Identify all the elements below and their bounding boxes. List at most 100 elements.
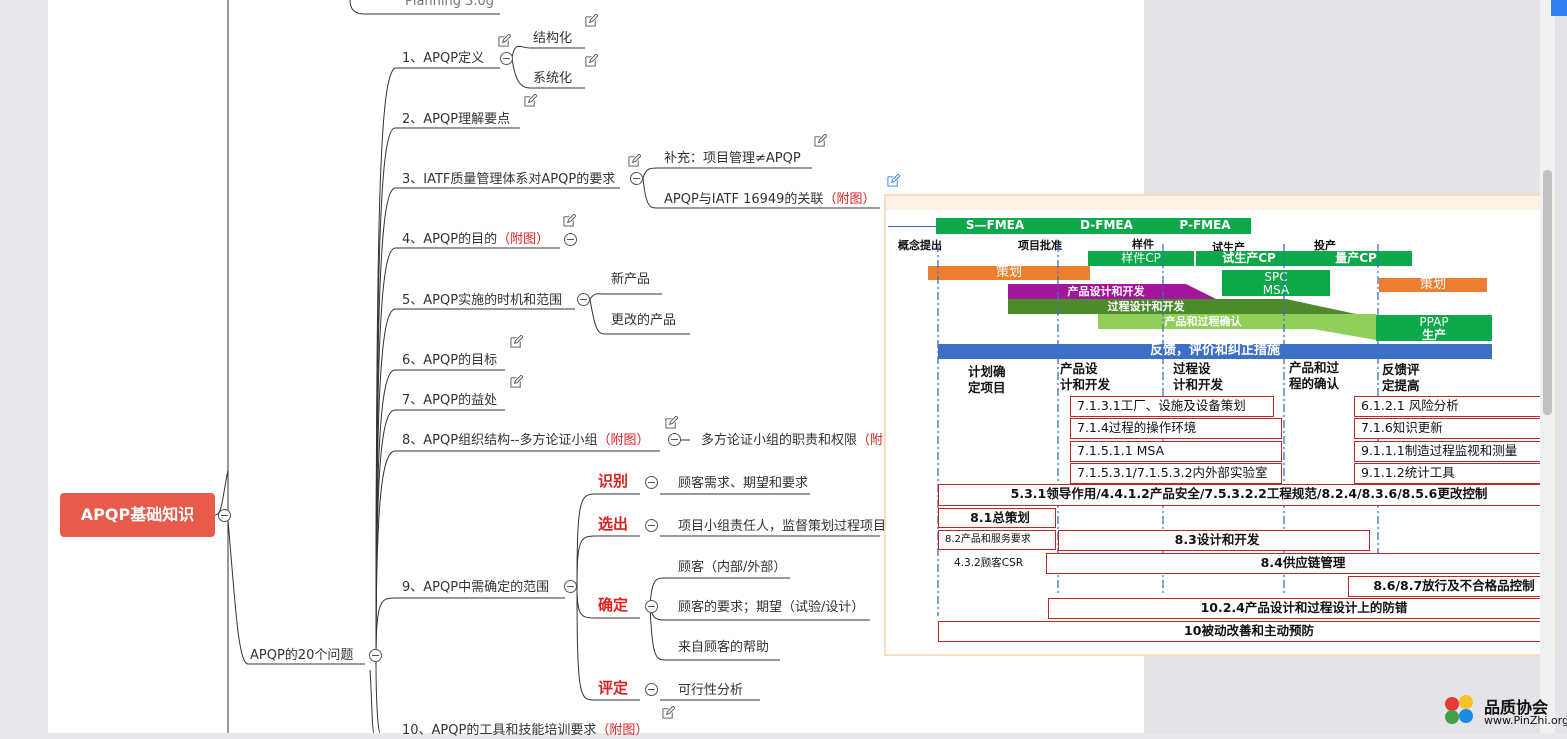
cp-prototype: 样件CP bbox=[1088, 251, 1194, 266]
sfmea-bar: S—FMEA bbox=[936, 218, 1054, 234]
item-3[interactable]: 3、IATF质量管理体系对APQP的要求 bbox=[402, 172, 616, 187]
cp-pilot: 试生产CP bbox=[1196, 251, 1302, 266]
divider bbox=[888, 226, 936, 227]
pdd-label: 产品设计和开发 bbox=[1067, 285, 1145, 298]
item-5[interactable]: 5、APQP实施的时机和范围 bbox=[402, 293, 563, 308]
scope-select[interactable]: 选出 bbox=[598, 515, 629, 533]
collapse-icon[interactable] bbox=[577, 293, 590, 306]
milestone-launch: 投产 bbox=[1314, 239, 1336, 252]
clause-81: 8.1总策划 bbox=[938, 508, 1056, 528]
logo-name: 品质协会 bbox=[1484, 698, 1549, 717]
edit-icon[interactable] bbox=[510, 335, 523, 348]
collapse-icon[interactable] bbox=[645, 683, 658, 696]
milestone-approval: 项目批准 bbox=[1018, 239, 1062, 252]
clause-82: 8.2产品和服务要求 bbox=[938, 530, 1056, 550]
scope-assess[interactable]: 评定 bbox=[598, 679, 629, 697]
group-node[interactable]: APQP的20个问题 bbox=[250, 648, 354, 663]
clause-wide: 5.3.1领导作用/4.4.1.2产品安全/7.5.3.2.2工程规范/8.2.… bbox=[938, 484, 1554, 506]
attachment-link: （附图） bbox=[596, 723, 649, 738]
item-1[interactable]: 1、APQP定义 bbox=[402, 51, 485, 66]
milestone-concept: 概念提出 bbox=[898, 239, 942, 252]
popup-header bbox=[886, 196, 1554, 210]
collapse-icon[interactable] bbox=[369, 649, 382, 662]
sub-iatf-link[interactable]: APQP与IATF 16949的关联（附图） bbox=[664, 192, 876, 207]
sub-new-product[interactable]: 新产品 bbox=[611, 272, 651, 287]
collapse-icon[interactable] bbox=[218, 509, 231, 522]
attachment-link: （附图） bbox=[497, 232, 550, 247]
pfmea-bar: P-FMEA bbox=[1159, 218, 1251, 234]
phase-3: 过程设计和开发 bbox=[1173, 361, 1224, 392]
collapse-icon[interactable] bbox=[564, 233, 577, 246]
logo-icon bbox=[1445, 695, 1473, 724]
spc-bar: SPC bbox=[1222, 270, 1330, 284]
feedback-bar: 反馈，评价和纠正措施 bbox=[938, 344, 1492, 359]
collapse-icon[interactable] bbox=[630, 172, 643, 185]
edit-icon[interactable] bbox=[814, 134, 827, 147]
side-button[interactable] bbox=[1551, 0, 1567, 16]
scope-identify-text[interactable]: 顾客需求、期望和要求 bbox=[678, 476, 809, 491]
edit-icon[interactable] bbox=[585, 54, 598, 67]
clause-83: 8.3设计和开发 bbox=[1058, 530, 1370, 551]
item-8[interactable]: 8、APQP组织结构--多方论证小组（附图） bbox=[402, 433, 650, 448]
sub-supplement[interactable]: 补充：项目管理≠APQP bbox=[664, 151, 801, 166]
collapse-icon[interactable] bbox=[500, 52, 513, 65]
edit-icon[interactable] bbox=[628, 154, 641, 167]
collapse-icon[interactable] bbox=[645, 600, 658, 613]
attachment-link: （附图） bbox=[597, 433, 650, 448]
production-bar: 生产 bbox=[1376, 328, 1492, 342]
scope-identify[interactable]: 识别 bbox=[598, 472, 629, 490]
edit-icon[interactable] bbox=[662, 706, 675, 719]
plan2-bar: 策划 bbox=[1379, 278, 1487, 292]
dfmea-bar: D-FMEA bbox=[1054, 218, 1159, 234]
sub-changed-product[interactable]: 更改的产品 bbox=[611, 313, 677, 328]
msa-bar: MSA bbox=[1222, 283, 1330, 297]
clause-86: 8.6/8.7放行及不合格品控制 bbox=[1348, 576, 1554, 597]
collapse-icon[interactable] bbox=[668, 433, 681, 446]
attachment-image-popup[interactable]: S—FMEA D-FMEA P-FMEA 概念提出 项目批准 样件 试生产 投产… bbox=[884, 194, 1556, 656]
edit-icon[interactable] bbox=[563, 214, 576, 227]
item-2[interactable]: 2、APQP理解要点 bbox=[402, 112, 511, 127]
collapse-icon[interactable] bbox=[564, 580, 577, 593]
edit-icon[interactable] bbox=[510, 375, 523, 388]
item-6[interactable]: 6、APQP的目标 bbox=[402, 353, 498, 368]
edit-icon[interactable] bbox=[665, 416, 678, 429]
item-4[interactable]: 4、APQP的目的（附图） bbox=[402, 232, 550, 247]
item-10[interactable]: 10、APQP的工具和技能培训要求（附图） bbox=[402, 723, 649, 738]
phase-4: 产品和过程的确认 bbox=[1289, 360, 1340, 391]
sub-systematic[interactable]: 系统化 bbox=[533, 71, 573, 86]
phase-5: 反馈评定提高 bbox=[1382, 362, 1420, 393]
edit-icon[interactable] bbox=[498, 34, 511, 47]
edit-icon[interactable] bbox=[887, 174, 900, 187]
collapse-icon[interactable] bbox=[645, 519, 658, 532]
milestone-prototype: 样件 bbox=[1132, 238, 1154, 251]
clause-box: 7.1.6知识更新 bbox=[1354, 418, 1554, 439]
item-7[interactable]: 7、APQP的益处 bbox=[402, 393, 498, 408]
sub-structured[interactable]: 结构化 bbox=[533, 31, 573, 46]
top-partial-node[interactable]: Planning 3.0g bbox=[405, 0, 495, 9]
clause-432: 4.3.2顾客CSR bbox=[954, 557, 1024, 569]
edit-icon[interactable] bbox=[585, 14, 598, 27]
item-9[interactable]: 9、APQP中需确定的范围 bbox=[402, 580, 550, 595]
phase-1: 计划确定项目 bbox=[968, 364, 1006, 395]
scrollbar-thumb[interactable] bbox=[1543, 170, 1552, 415]
scope-confirm-3[interactable]: 来自顾客的帮助 bbox=[678, 640, 770, 655]
milestone-pilot: 试生产 bbox=[1212, 241, 1245, 254]
clause-1024: 10.2.4产品设计和过程设计上的防错 bbox=[1048, 598, 1554, 619]
scope-confirm[interactable]: 确定 bbox=[598, 596, 629, 614]
scope-assess-text[interactable]: 可行性分析 bbox=[678, 683, 744, 698]
scope-confirm-2[interactable]: 顾客的要求；期望（试验/设计） bbox=[678, 600, 865, 615]
clause-box: 7.1.5.3.1/7.1.5.3.2内外部实验室 bbox=[1070, 463, 1282, 484]
collapse-icon[interactable] bbox=[645, 476, 658, 489]
clause-box: 7.1.5.1.1 MSA bbox=[1070, 441, 1282, 462]
clause-box: 7.1.3.1工厂、设施及设备策划 bbox=[1070, 396, 1274, 417]
edit-icon[interactable] bbox=[524, 94, 537, 107]
scope-confirm-1[interactable]: 顾客（内部/外部） bbox=[678, 560, 787, 575]
clause-84: 8.4供应链管理 bbox=[1046, 553, 1554, 574]
clause-box: 6.1.2.1 风险分析 bbox=[1354, 396, 1554, 417]
sub-cft-duties[interactable]: 多方论证小组的职责和权限（附 bbox=[701, 433, 884, 448]
root-node[interactable]: APQP基础知识 bbox=[60, 493, 215, 537]
attachment-link: （附图） bbox=[823, 192, 876, 207]
ppd-label: 过程设计和开发 bbox=[1107, 300, 1185, 313]
scope-select-text[interactable]: 项目小组责任人，监督策划过程项目 bbox=[678, 519, 887, 534]
phase-2: 产品设计和开发 bbox=[1060, 361, 1111, 392]
